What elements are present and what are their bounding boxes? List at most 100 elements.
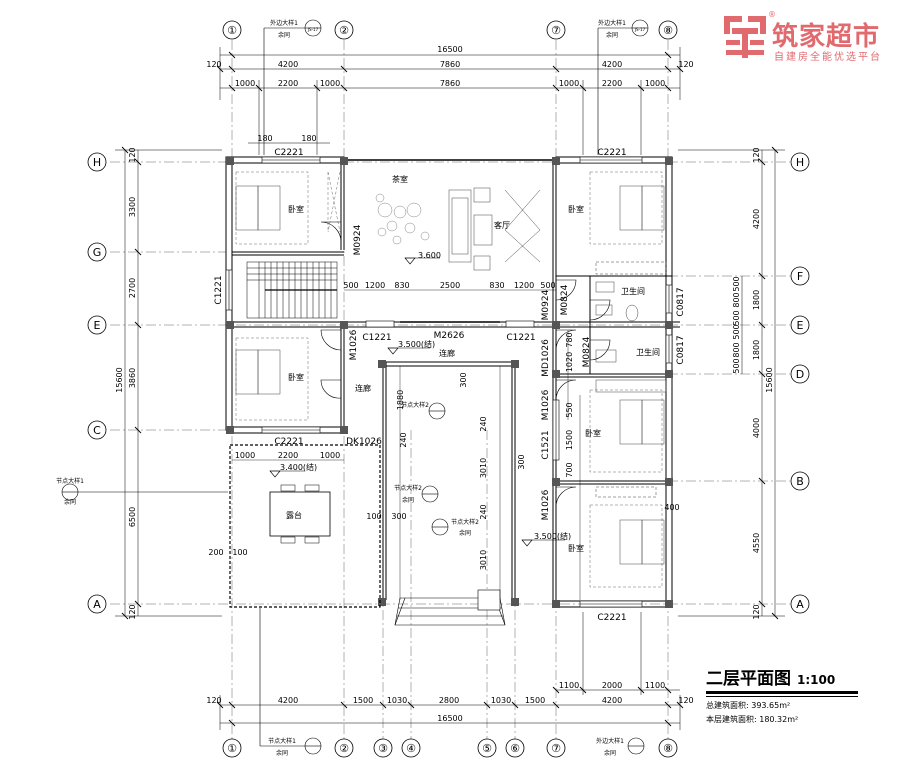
door-m0924-b: M0924 <box>541 289 551 320</box>
dim-v-3010b: 3010 <box>479 550 488 570</box>
level-3500b: 3.500(结) <box>534 531 571 541</box>
dim-right-3: 4000 <box>752 418 761 438</box>
dim-bot-side-0: 120 <box>206 696 221 705</box>
dim-bot-side-1: 120 <box>678 696 693 705</box>
axis-left-G: G <box>93 246 102 259</box>
window-c2221-ml: C2221 <box>274 437 303 447</box>
window-c2221-tl: C2221 <box>274 148 303 158</box>
walls <box>225 156 680 608</box>
axis-right-F: F <box>797 270 803 283</box>
axis-bubbles <box>87 20 810 758</box>
dim-lower-0: 1000 <box>235 451 255 460</box>
dim-bot-l1-1: 1500 <box>353 696 373 705</box>
dim-left-1: 2700 <box>128 278 137 298</box>
callout-bottom-left-sub: 余同 <box>276 749 288 757</box>
dim-left-bottom: 120 <box>128 604 137 619</box>
level-3600: 3.600 <box>418 251 441 260</box>
axis-left-H: H <box>93 156 101 169</box>
door-m1026-a: M1026 <box>349 329 359 360</box>
door-m0824-a: M0824 <box>560 284 570 315</box>
room-bed-4: 卧室 <box>585 428 601 438</box>
dim-top-l3-4: 1000 <box>559 79 579 88</box>
door-m1026-b: M1026 <box>541 389 551 420</box>
dim-misc-300: 300 <box>391 512 406 521</box>
dim-mid-1: 1200 <box>365 281 385 290</box>
interior-dimensions <box>232 289 581 600</box>
room-living: 客厅 <box>494 220 510 230</box>
axis-right-H: H <box>796 156 804 169</box>
axis-top-1: ① <box>227 24 237 37</box>
callout-top-left-sub: 余同 <box>278 31 290 39</box>
dim-v-550: 550 <box>565 402 574 417</box>
dim-top-l2-2: 7860 <box>440 60 460 69</box>
axis-left-C: C <box>93 424 101 437</box>
room-corridor-1: 连廊 <box>355 383 371 393</box>
axis-bottom-6: ⑥ <box>510 742 520 755</box>
dim-mid-2: 830 <box>394 281 409 290</box>
axis-left-A: A <box>93 598 101 611</box>
dim-right-s3: 500 <box>732 324 741 339</box>
dim-v-1880: 1880 <box>396 390 405 410</box>
terrace-table <box>269 491 331 537</box>
total-area: 总建筑面积: 393.65m² <box>706 701 791 710</box>
dim-right-s1: 800 <box>732 292 741 307</box>
dim-lower-1: 2200 <box>278 451 298 460</box>
dim-top-small-1: 180 <box>301 134 316 143</box>
floor-area: 本层建筑面积: 180.32m² <box>706 715 799 724</box>
window-c2221-br: C2221 <box>597 613 626 623</box>
dim-mid-5: 1200 <box>514 281 534 290</box>
furniture-wardrobes <box>235 171 663 588</box>
drawing-title-text: 二层平面图 <box>706 669 791 689</box>
window-c0817-b: C0817 <box>676 335 686 364</box>
dim-right-s2: 500 <box>732 310 741 325</box>
dim-mid-0: 500 <box>343 281 358 290</box>
staircase <box>246 261 338 319</box>
level-3500a: 3.500(结) <box>398 339 435 349</box>
right-dimensions <box>678 146 785 620</box>
callout-center-2: 节点大样2 <box>394 484 422 492</box>
callout-top-left: 外边大样1 <box>270 19 298 27</box>
window-c1221-b: C1221 <box>506 333 535 343</box>
furniture-tearoom <box>375 193 430 245</box>
axis-top-7: ⑦ <box>551 24 561 37</box>
callout-ref-tl: JS-17 <box>307 27 319 32</box>
axis-bottom-8: ⑧ <box>663 742 673 755</box>
dim-v-1020a: 1020 <box>565 352 574 372</box>
dim-top-l3-2: 1000 <box>320 79 340 88</box>
dim-v-240a: 240 <box>399 432 408 447</box>
door-m0824-b: M0824 <box>582 336 592 367</box>
dim-right-s5: 500 <box>732 358 741 373</box>
callout-left-sub: 余同 <box>64 498 76 506</box>
dim-top-l3-1: 2200 <box>278 79 298 88</box>
dim-top-l2-4: 120 <box>678 60 693 69</box>
dim-bot-l0-2: 1100 <box>645 681 665 690</box>
window-c1221-side: C1221 <box>214 275 224 304</box>
dim-top-total: 16500 <box>437 45 462 54</box>
doors <box>320 221 611 508</box>
callout-top-right-sub: 余同 <box>606 31 618 39</box>
dim-top-l2-3: 4200 <box>602 60 622 69</box>
dim-bot-l1-5: 1500 <box>525 696 545 705</box>
drawing-scale: 1:100 <box>797 673 836 687</box>
dim-v-1500: 1500 <box>565 430 574 450</box>
dim-left-0: 3300 <box>128 197 137 217</box>
axis-bottom-1: ① <box>227 742 237 755</box>
axis-top-2: ② <box>339 24 349 37</box>
axis-right-E: E <box>797 319 804 332</box>
callout-ref-tr: JS-17 <box>634 27 646 32</box>
axis-bottom-7: ⑦ <box>551 742 561 755</box>
dim-top-l3-6: 1000 <box>645 79 665 88</box>
dim-bot-total: 16500 <box>437 714 462 723</box>
dim-bot-l1-4: 1030 <box>491 696 511 705</box>
axis-bottom-3: ③ <box>378 742 388 755</box>
brand-logo: ® 筑家超市 自建房全能优选平台 <box>722 10 894 63</box>
dim-bot-l1-0: 4200 <box>278 696 298 705</box>
room-bed-5: 卧室 <box>568 543 584 553</box>
dim-top-l3-0: 1000 <box>235 79 255 88</box>
window-c0817-a: C0817 <box>676 287 686 316</box>
callout-bottom-right: 外边大样1 <box>596 737 624 745</box>
dim-v-700: 700 <box>565 462 574 477</box>
callout-left: 节点大样1 <box>56 477 84 485</box>
dim-left-3: 6500 <box>128 507 137 527</box>
dim-mid-6: 500 <box>540 281 555 290</box>
